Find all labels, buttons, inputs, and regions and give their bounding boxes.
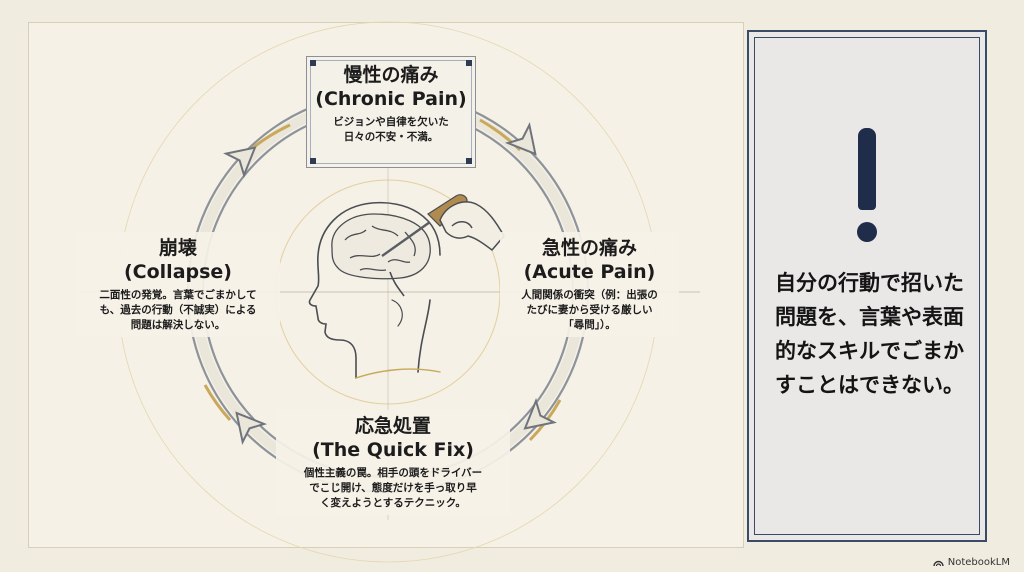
side-panel-message: 自分の行動で招いた問題を、言葉や表面的なスキルでごまかすことはできない。 (775, 271, 964, 397)
ring-gold-segment-top-right (479, 118, 522, 152)
node-title-en: (Acute Pain) (523, 261, 656, 283)
node-title-ja: 崩壊 (158, 237, 197, 259)
desc-line: も、過去の行動（不誠実）による (99, 304, 257, 316)
notebooklm-icon (933, 560, 944, 567)
node-title-en: (Collapse) (123, 261, 232, 283)
desc-line: 問題は解決しない。 (130, 319, 226, 331)
desc-line: たびに妻から受ける厳しい (526, 304, 653, 316)
node-title-ja: 慢性の痛み (343, 64, 439, 86)
arrow-icon-top-left (223, 146, 257, 179)
exclamation-bar (858, 128, 876, 210)
corner-marker (310, 158, 316, 164)
node-description: 個性主義の罠。相手の頭をドライバー でこじ開け、態度だけを手っ取り早 く変えよう… (278, 466, 508, 511)
desc-line: 「尋問」）。 (563, 319, 616, 331)
node-description: 二面性の発覚。言葉でごまかして も、過去の行動（不誠実）による 問題は解決しない… (78, 288, 278, 333)
head-profile-icon (308, 201, 441, 379)
arrow-icon-top-right (504, 122, 537, 156)
side-panel-inner-border (754, 37, 980, 535)
brain-icon (331, 213, 431, 297)
node-quick-fix: 応急処置 (The Quick Fix) 個性主義の罠。相手の頭をドライバー で… (276, 410, 510, 515)
node-collapse: 崩壊 (Collapse) 二面性の発覚。言葉でごまかして も、過去の行動（不誠… (76, 232, 280, 337)
hand-icon (439, 201, 505, 251)
arrow-icon-bottom-right (523, 397, 557, 430)
brand-watermark: NotebookLM (933, 557, 1010, 568)
desc-line: 人間関係の衝突（例：出張の (521, 289, 658, 301)
arrow-icon-bottom-left (235, 411, 268, 445)
desc-line: ビジョンや自律を欠いた (333, 116, 449, 128)
corner-marker (466, 60, 472, 66)
node-title-en: (Chronic Pain) (315, 88, 467, 110)
brand-name: NotebookLM (947, 557, 1010, 568)
desc-line: 個性主義の罠。相手の頭をドライバー (303, 467, 483, 479)
desc-line: 二面性の発覚。言葉でごまかして (99, 289, 257, 301)
node-title-en: (The Quick Fix) (312, 439, 474, 461)
node-description: 人間関係の衝突（例：出張の たびに妻から受ける厳しい 「尋問」）。 (502, 288, 677, 333)
node-acute-pain: 急性の痛み (Acute Pain) 人間関係の衝突（例：出張の たびに妻から受… (500, 232, 679, 337)
corner-marker (466, 158, 472, 164)
ring-gold-segment-bottom-left (203, 384, 232, 422)
desc-line: 日々の不安・不満。 (343, 131, 439, 143)
node-chronic-pain: 慢性の痛み (Chronic Pain) ビジョンや自律を欠いた 日々の不安・不… (306, 56, 476, 168)
node-title-ja: 急性の痛み (541, 237, 637, 259)
node-description: ビジョンや自律を欠いた 日々の不安・不満。 (307, 115, 475, 145)
corner-marker (310, 60, 316, 66)
node-title-ja: 応急処置 (354, 415, 431, 437)
desc-line: でこじ開け、態度だけを手っ取り早 (309, 482, 477, 494)
exclamation-dot (857, 222, 877, 242)
side-panel: 自分の行動で招いた問題を、言葉や表面的なスキルでごまかすことはできない。 (747, 30, 987, 542)
desc-line: く変えようとするテクニック。 (320, 497, 466, 509)
